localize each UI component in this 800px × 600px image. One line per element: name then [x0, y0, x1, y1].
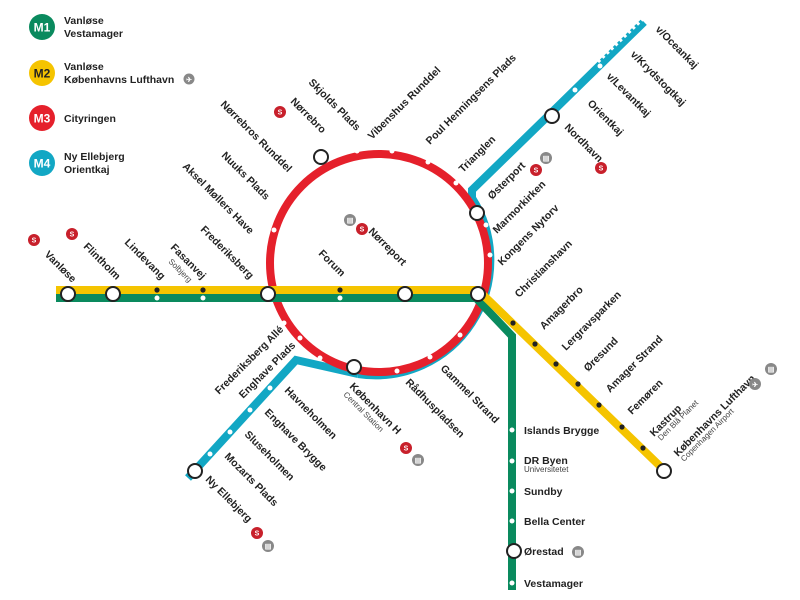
- station-dr-byen: DR Byen: [524, 455, 568, 467]
- legend-m4-line2: Orientkaj: [64, 164, 110, 176]
- station-dots: [154, 63, 603, 586]
- regional-train-icon: ▤: [262, 540, 274, 552]
- station-nuuks-plads: Nuuks Plads: [219, 150, 272, 203]
- station-norrebro: Nørrebro: [288, 96, 328, 136]
- station-v-levantkaj: v/Levantkaj: [604, 71, 653, 120]
- s-train-icon: S: [251, 527, 263, 539]
- station-vestamager: Vestamager: [524, 578, 583, 590]
- station-bella-center: Bella Center: [524, 516, 585, 528]
- legend-m2-line2: Københavns Lufthavn: [64, 74, 174, 86]
- svg-text:S: S: [70, 232, 75, 239]
- m4-badge: [29, 150, 55, 176]
- svg-text:S: S: [278, 110, 283, 117]
- m1-line: [56, 294, 516, 590]
- svg-text:S: S: [599, 166, 604, 173]
- station-orientkaj: Orientkaj: [585, 98, 626, 139]
- station-v-oceankaj: v/Oceankaj: [653, 24, 701, 72]
- legend-item-m2: M2 Vanløse Københavns Lufthavn ✈: [29, 60, 195, 86]
- legend: M1 Vanløse Vestamager M2 Vanløse Københa…: [29, 14, 195, 176]
- svg-text:▤: ▤: [415, 458, 422, 465]
- legend-item-m3: M3 Cityringen: [29, 105, 116, 131]
- station-femoren: Femøren: [626, 377, 666, 417]
- svg-text:✈: ✈: [752, 381, 758, 389]
- legend-m1-line2: Vestamager: [64, 28, 123, 40]
- svg-text:▤: ▤: [347, 218, 354, 225]
- station-lindevang: Lindevang: [122, 237, 168, 283]
- station-orestad: Ørestad: [524, 546, 564, 558]
- regional-train-icon: ▤: [344, 214, 356, 226]
- s-train-icon: S: [28, 234, 40, 246]
- station-sundby: Sundby: [524, 486, 563, 498]
- station-norreport: Nørreport: [366, 226, 409, 269]
- m2-badge: [29, 60, 55, 86]
- airplane-icon: ✈: [749, 378, 761, 390]
- airplane-icon: ✈: [183, 73, 195, 85]
- station-poul-henningsens-plads: Poul Henningsens Plads: [424, 52, 519, 147]
- legend-item-m1: M1 Vanløse Vestamager: [29, 14, 123, 40]
- station-dr-byen-sub: Universitetet: [524, 465, 569, 474]
- regional-train-icon: ▤: [572, 546, 584, 558]
- m2-badge-label: M2: [34, 67, 51, 81]
- station-vanlose: Vanløse: [42, 249, 79, 286]
- svg-text:▤: ▤: [575, 550, 582, 557]
- legend-m4-line1: Ny Ellebjerg: [64, 151, 125, 163]
- s-train-icon: S: [530, 164, 542, 176]
- s-train-icon: S: [356, 223, 368, 235]
- m2-line: [56, 286, 667, 473]
- m1-badge-label: M1: [34, 21, 51, 35]
- m2-black-dots: [154, 287, 646, 451]
- svg-text:▤: ▤: [768, 367, 775, 374]
- s-train-icon: S: [274, 106, 286, 118]
- m3-badge-label: M3: [34, 112, 51, 126]
- station-forum: Forum: [316, 248, 348, 280]
- svg-text:S: S: [404, 446, 409, 453]
- station-nordhavn: Nordhavn: [562, 122, 605, 165]
- m4-badge-label: M4: [34, 157, 51, 171]
- transfer-icons: S S S ▤ S S ▤ S ✈ ▤ S ▤ S ▤ ▤: [28, 106, 777, 558]
- station-labels: Vanløse Flintholm Lindevang Fasanvej Sol…: [42, 24, 758, 590]
- legend-m3-line1: Cityringen: [64, 113, 116, 125]
- m3-ring: [266, 150, 492, 376]
- m3-badge: [29, 105, 55, 131]
- regional-train-icon: ▤: [412, 454, 424, 466]
- svg-text:S: S: [255, 531, 260, 538]
- svg-text:S: S: [360, 227, 365, 234]
- svg-text:S: S: [534, 168, 539, 175]
- legend-item-m4: M4 Ny Ellebjerg Orientkaj: [29, 150, 125, 176]
- regional-train-icon: ▤: [540, 152, 552, 164]
- legend-m2-line1: Vanløse: [64, 61, 104, 73]
- m1-badge: [29, 14, 55, 40]
- svg-text:▤: ▤: [265, 544, 272, 551]
- station-oresund: Øresund: [582, 335, 621, 374]
- station-islands-brygge: Islands Brygge: [524, 425, 599, 437]
- svg-text:▤: ▤: [543, 156, 550, 163]
- interchange-stations: [60, 108, 672, 559]
- s-train-icon: S: [595, 162, 607, 174]
- regional-train-icon: ▤: [765, 363, 777, 375]
- svg-text:S: S: [32, 238, 37, 245]
- svg-text:✈: ✈: [186, 76, 192, 84]
- m4-future-extension: [596, 14, 648, 64]
- s-train-icon: S: [66, 228, 78, 240]
- legend-m1-line1: Vanløse: [64, 15, 104, 27]
- s-train-icon: S: [400, 442, 412, 454]
- station-flintholm: Flintholm: [81, 241, 123, 283]
